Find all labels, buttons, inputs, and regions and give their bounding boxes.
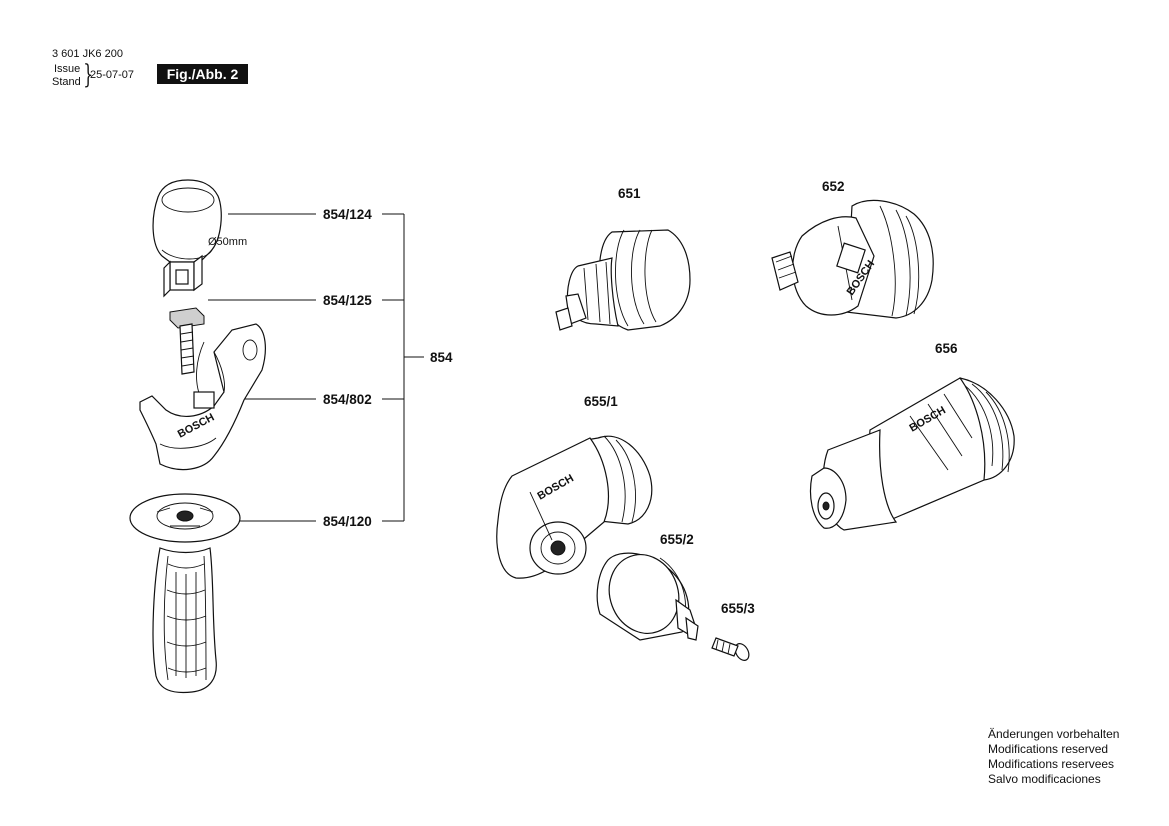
keyless-chuck-drawing <box>596 552 699 641</box>
figure-label: Fig./Abb. 2 <box>157 64 248 84</box>
note-es: Salvo modificaciones <box>988 772 1101 786</box>
label-854-802: 854/802 <box>323 392 372 407</box>
note-fr: Modifications reservees <box>988 757 1115 771</box>
clamp-band-drawing: Ø50mm <box>152 179 247 298</box>
label-652: 652 <box>822 179 845 194</box>
angle-adapter-drawing: BOSCH <box>496 435 653 579</box>
modifications-notes: Änderungen vorbehalten Modifications res… <box>988 727 1119 787</box>
brace-icon: } <box>83 60 94 90</box>
sds-adapter-drawing: BOSCH <box>809 377 1015 531</box>
t-bolt-drawing <box>169 307 205 375</box>
label-655-3: 655/3 <box>721 601 755 616</box>
label-854-120: 854/120 <box>323 514 372 529</box>
note-en: Modifications reserved <box>988 742 1109 756</box>
label-651: 651 <box>618 186 641 201</box>
stand-label: Stand <box>52 76 81 88</box>
screw-drawing <box>711 637 750 661</box>
handle-holder-drawing: BOSCH <box>139 323 266 471</box>
label-854-124: 854/124 <box>323 207 372 222</box>
leader-lines-854 <box>208 213 424 522</box>
dimension-label: Ø50mm <box>208 236 247 248</box>
drill-chuck-adapter-drawing <box>555 229 691 331</box>
label-656: 656 <box>935 341 958 356</box>
label-854: 854 <box>430 350 453 365</box>
issue-label: Issue <box>54 63 81 75</box>
note-de: Änderungen vorbehalten <box>988 727 1120 741</box>
label-655-1: 655/1 <box>584 394 618 409</box>
label-655-2: 655/2 <box>660 532 694 547</box>
label-854-125: 854/125 <box>323 293 372 308</box>
aux-handle-drawing <box>129 493 241 694</box>
doc-number: 3 601 JK6 200 <box>52 48 123 60</box>
issue-date: 25-07-07 <box>90 69 135 81</box>
bit-holder-adapter-drawing: BOSCH <box>771 199 934 319</box>
